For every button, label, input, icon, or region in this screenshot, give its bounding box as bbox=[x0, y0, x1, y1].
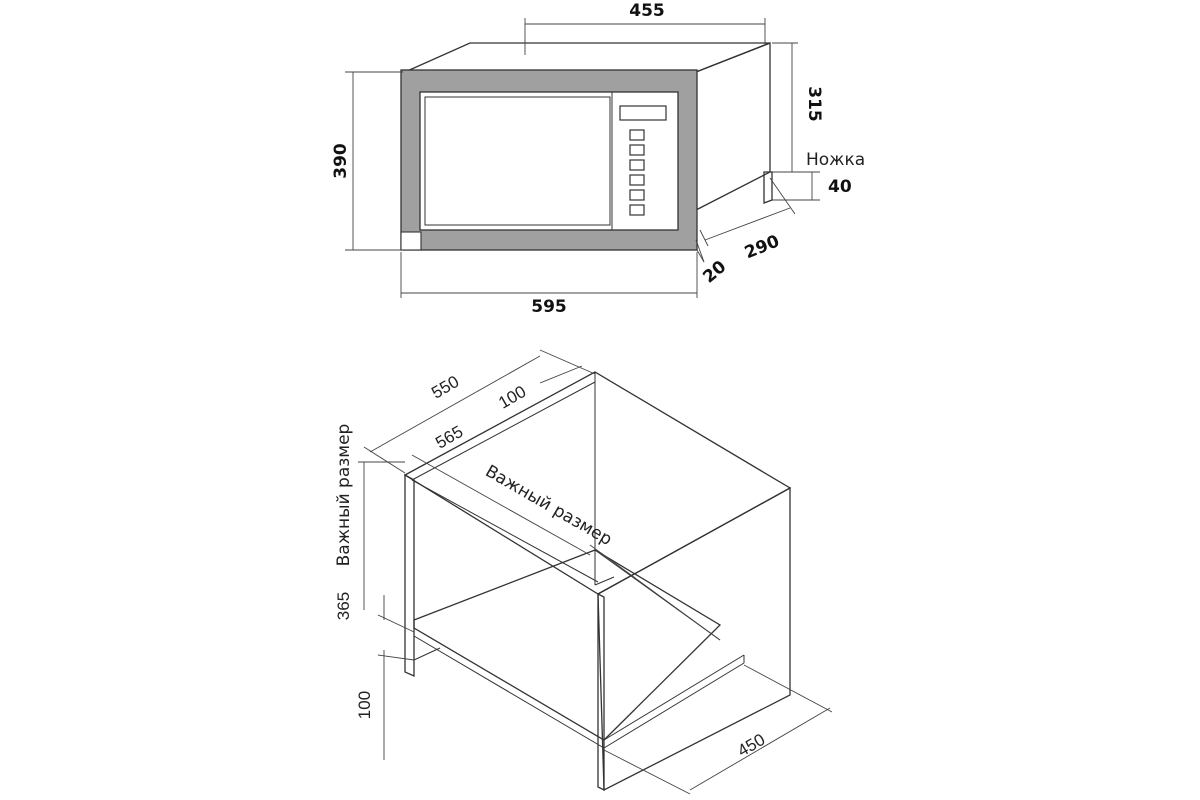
dim-290-text: 290 bbox=[742, 231, 783, 263]
microwave-button-1 bbox=[629, 129, 645, 141]
microwave-button-6 bbox=[629, 204, 645, 216]
dim-315-text: 315 bbox=[804, 86, 824, 122]
dim-550-text: 550 bbox=[428, 372, 462, 403]
cabinet-right-panel bbox=[597, 486, 791, 792]
dim-40-text: 40 bbox=[828, 177, 852, 197]
cabinet-shelf bbox=[413, 549, 722, 741]
microwave-button-3 bbox=[629, 159, 645, 171]
dim-455-text: 455 bbox=[629, 1, 665, 21]
dim-cabinet-365: 365 Важный размер bbox=[334, 424, 415, 633]
microwave-display bbox=[619, 105, 667, 121]
microwave-button-4 bbox=[629, 174, 645, 186]
microwave-foot bbox=[763, 171, 773, 204]
dim-depth-290: 290 bbox=[699, 177, 796, 263]
microwave-window bbox=[424, 96, 611, 226]
dim-width-595: 595 bbox=[400, 252, 698, 317]
dim-565-text: 565 bbox=[432, 422, 466, 453]
microwave-body-side bbox=[695, 42, 771, 212]
microwave-body-top bbox=[404, 42, 771, 73]
dim-100-bottom-text: 100 bbox=[355, 691, 374, 719]
dim-100-top-text: 100 bbox=[495, 382, 529, 413]
microwave-frame-notch bbox=[400, 231, 422, 251]
foot-label: Ножка bbox=[806, 150, 865, 170]
dim-cabinet-100-bottom: 100 bbox=[355, 650, 415, 760]
dim-height-390: 390 bbox=[331, 71, 403, 251]
cabinet-left-panel bbox=[404, 473, 415, 678]
dim-foot-40: Ножка 40 bbox=[772, 150, 865, 201]
microwave-button-5 bbox=[629, 189, 645, 201]
dim-450-text: 450 bbox=[734, 730, 768, 761]
dim-cabinet-100-top: 100 bbox=[495, 365, 583, 413]
important-height-label: Важный размер bbox=[334, 424, 354, 567]
cabinet-drawing: 550 100 565 Важный размер 365 Важный раз… bbox=[334, 349, 833, 795]
microwave-button-2 bbox=[629, 144, 645, 156]
dim-depth-455: 455 bbox=[524, 1, 766, 55]
microwave-drawing: 455 390 315 Ножка 40 2 bbox=[331, 1, 865, 317]
dim-cabinet-550: 550 bbox=[363, 349, 596, 474]
dim-365-text: 365 bbox=[334, 592, 353, 620]
dim-390-text: 390 bbox=[331, 143, 351, 179]
cabinet-front-post bbox=[597, 592, 605, 792]
dim-frame-20: 20 bbox=[695, 239, 730, 287]
dim-595-text: 595 bbox=[531, 297, 567, 317]
dim-cabinet-450: 450 bbox=[603, 664, 833, 795]
